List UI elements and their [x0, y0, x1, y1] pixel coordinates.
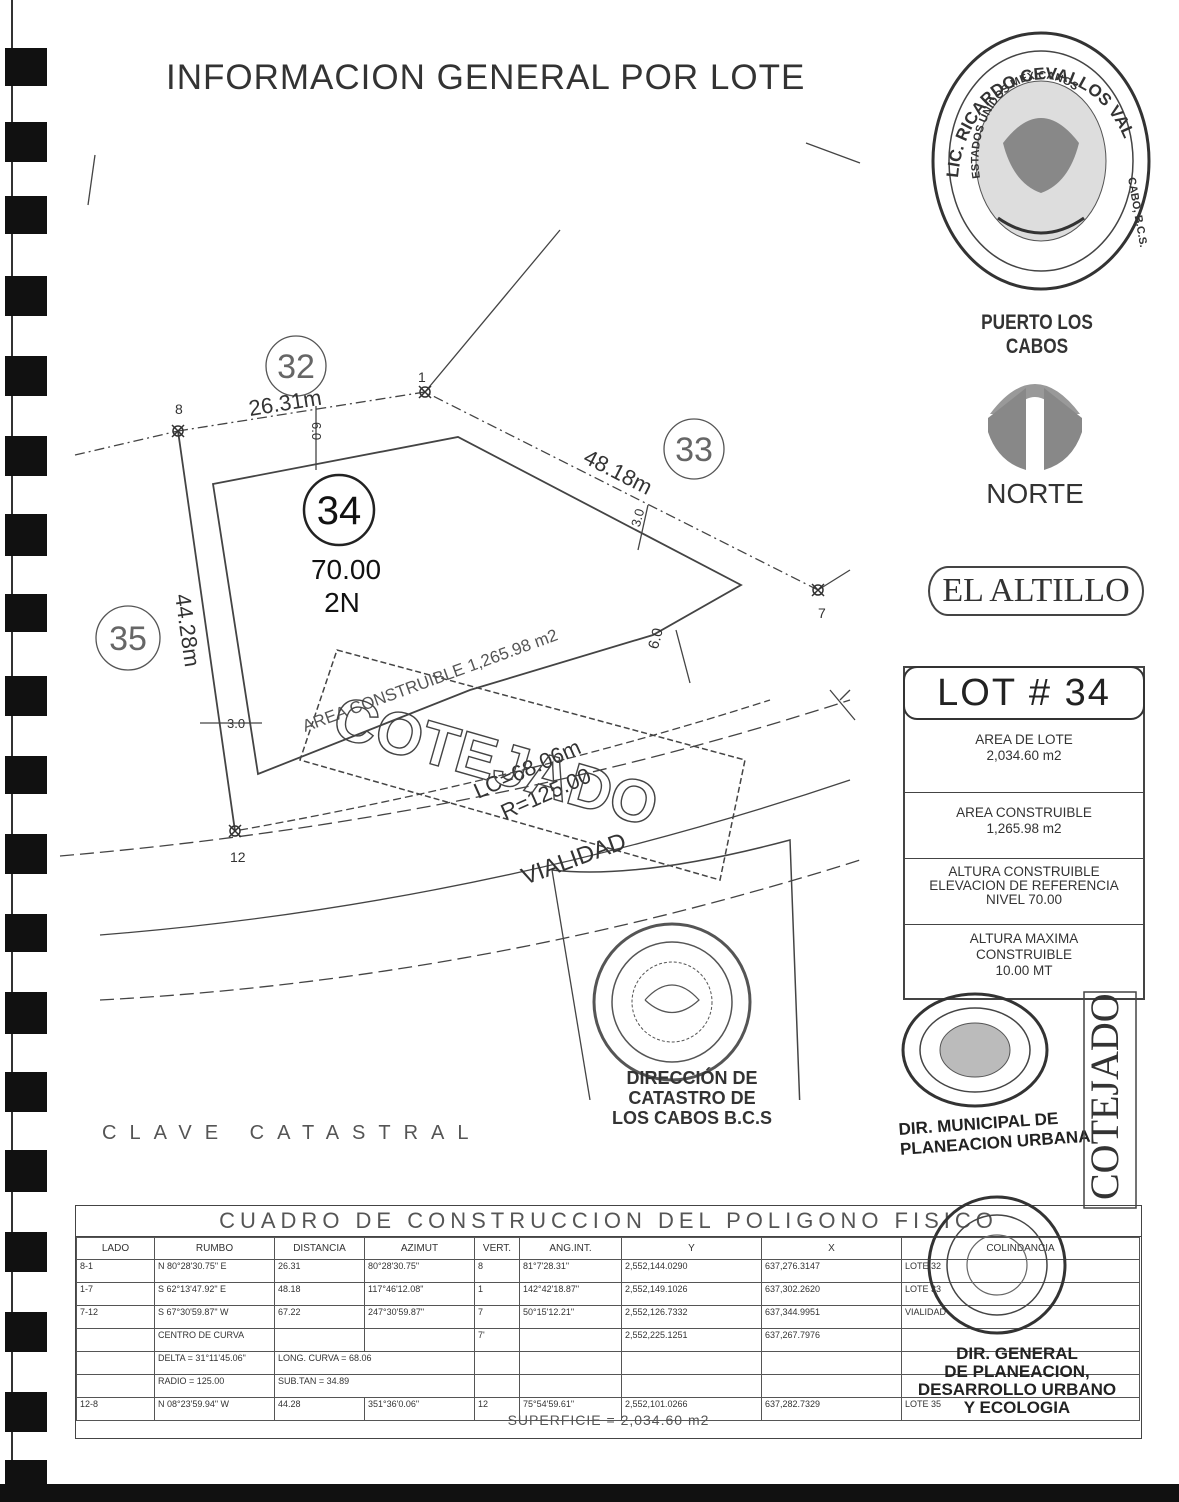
general-line1: DIR. GENERAL [956, 1344, 1078, 1363]
catastro-line3: LOS CABOS B.C.S [611, 1108, 772, 1128]
catastro-seal [592, 922, 752, 1082]
col-x: X [761, 1237, 902, 1260]
area-lote-label: AREA DE LOTE [975, 732, 1073, 747]
col-distancia: DISTANCIA [274, 1237, 365, 1260]
col-lado: LADO [76, 1237, 155, 1260]
col-vert: VERT. [474, 1237, 520, 1260]
road-label: VIALIDAD [518, 828, 630, 891]
table-row: DELTA = 31°11'45.06" LONG. CURVA = 68.06 [76, 1351, 1140, 1375]
setback-top: 6.0 [309, 422, 324, 440]
lot-zone: 2N [324, 587, 360, 618]
altura-line1: ALTURA CONSTRUIBLE [948, 864, 1100, 879]
max-line1: ALTURA MAXIMA [969, 931, 1079, 946]
cotejado-text: COTEJADO [1082, 993, 1127, 1200]
table-row: CENTRO DE CURVA 7' 2,552,225.1251 637,26… [76, 1328, 1140, 1352]
area-construible-section: AREA CONSTRUIBLE 1,265.98 m2 [905, 792, 1143, 871]
construction-table-grid: LADO RUMBO DISTANCIA AZIMUT VERT. ANG.IN… [76, 1237, 1140, 1421]
catastro-line1: DIRECCIÓN DE [626, 1068, 758, 1088]
lot-title: LOT # 34 [903, 666, 1145, 720]
area-construible-value: 1,265.98 m2 [986, 821, 1062, 836]
catastro-line2: CATASTRO DE [628, 1088, 756, 1108]
general-stamp-text: DIR. GENERAL DE PLANEACION, DESARROLLO U… [892, 1345, 1142, 1417]
neighbor-32: 32 [277, 348, 315, 386]
vertex-12: 12 [230, 849, 246, 865]
altura-section: ALTURA CONSTRUIBLE ELEVACION DE REFERENC… [905, 858, 1143, 927]
page-title: INFORMACION GENERAL POR LOTE [166, 58, 806, 97]
col-ang-int: ANG.INT. [519, 1237, 622, 1260]
vertex-1: 1 [418, 369, 426, 385]
general-seal [927, 1195, 1067, 1335]
lot-level: 70.00 [311, 554, 381, 585]
vertex-7: 7 [818, 605, 826, 621]
north-arrow-icon [988, 384, 1082, 470]
altura-line3: NIVEL 70.00 [985, 892, 1063, 907]
table-row: 8-1 N 80°28'30.75" E 26.31 80°28'30.75" … [76, 1259, 1140, 1283]
municipal-stamp-text: DIR. MUNICIPAL DE PLANEACION URBANA [898, 1107, 1091, 1160]
dim-right: 48.18m [580, 444, 657, 500]
table-row: 12-8 N 08°23'59.94" W 44.28 351°36'0.06"… [76, 1397, 1140, 1421]
setback-road: 6.0 [645, 626, 667, 651]
catastro-stamp-text: DIRECCIÓN DE CATASTRO DE LOS CABOS B.C.S [592, 1068, 792, 1128]
dim-top: 26.31m [247, 385, 323, 421]
clave-catastral: CLAVE CATASTRAL [102, 1122, 482, 1144]
area-lote-value: 2,034.60 m2 [986, 748, 1062, 763]
lot-info-box: LOT # 34 AREA DE LOTE 2,034.60 m2 AREA C… [903, 666, 1145, 1000]
vertex-8: 8 [175, 401, 183, 417]
neighbor-35: 35 [109, 620, 147, 658]
max-line3: 10.00 MT [995, 963, 1053, 978]
lot-plan-drawing: 32 33 35 34 70.00 2N 8 1 7 12 26.31m 48.… [59, 142, 861, 1100]
construction-table: CUADRO DE CONSTRUCCION DEL POLIGONO FISI… [75, 1205, 1142, 1439]
lot-number: 34 [317, 489, 362, 533]
neighbor-33: 33 [675, 431, 713, 469]
general-line2: DE PLANEACION, [944, 1362, 1090, 1381]
max-line2: CONSTRUIBLE [975, 947, 1073, 962]
col-azimut: AZIMUT [364, 1237, 475, 1260]
cotejado-stamp: COTEJADO [1082, 991, 1137, 1209]
area-lote-section: AREA DE LOTE 2,034.60 m2 [905, 722, 1143, 802]
municipal-seal [901, 992, 1049, 1108]
general-line3: DESARROLLO URBANO [917, 1380, 1117, 1399]
setback-left: 3.0 [227, 716, 245, 731]
setback-right: 3.0 [628, 507, 647, 528]
notary-seal: LIC. RICARDO CEVALLOS VALDEZ ESTADOS UNI… [928, 28, 1151, 291]
north-label: NORTE [986, 478, 1084, 509]
altura-maxima-section: ALTURA MAXIMA CONSTRUIBLE 10.00 MT [905, 924, 1143, 1003]
brand-name: PUERTO LOS CABOS [981, 311, 1093, 358]
col-rumbo: RUMBO [154, 1237, 275, 1260]
binder-strip [5, 0, 47, 1502]
dim-left: 44.28m [170, 592, 205, 668]
col-y: Y [621, 1237, 762, 1260]
table-row: RADIO = 125.00 SUB.TAN = 34.89 [76, 1374, 1140, 1398]
construction-table-title: CUADRO DE CONSTRUCCION DEL POLIGONO FISI… [76, 1206, 1141, 1237]
bottom-scan-border [0, 1484, 1179, 1502]
general-line4: Y ECOLOGIA [963, 1398, 1071, 1417]
altura-line2: ELEVACION DE REFERENCIA [929, 878, 1119, 893]
area-construible-label: AREA CONSTRUIBLE [956, 805, 1092, 820]
superficie-total: SUPERFICIE = 2,034.60 m2 [507, 1412, 710, 1428]
development-name: EL ALTILLO [928, 566, 1144, 616]
